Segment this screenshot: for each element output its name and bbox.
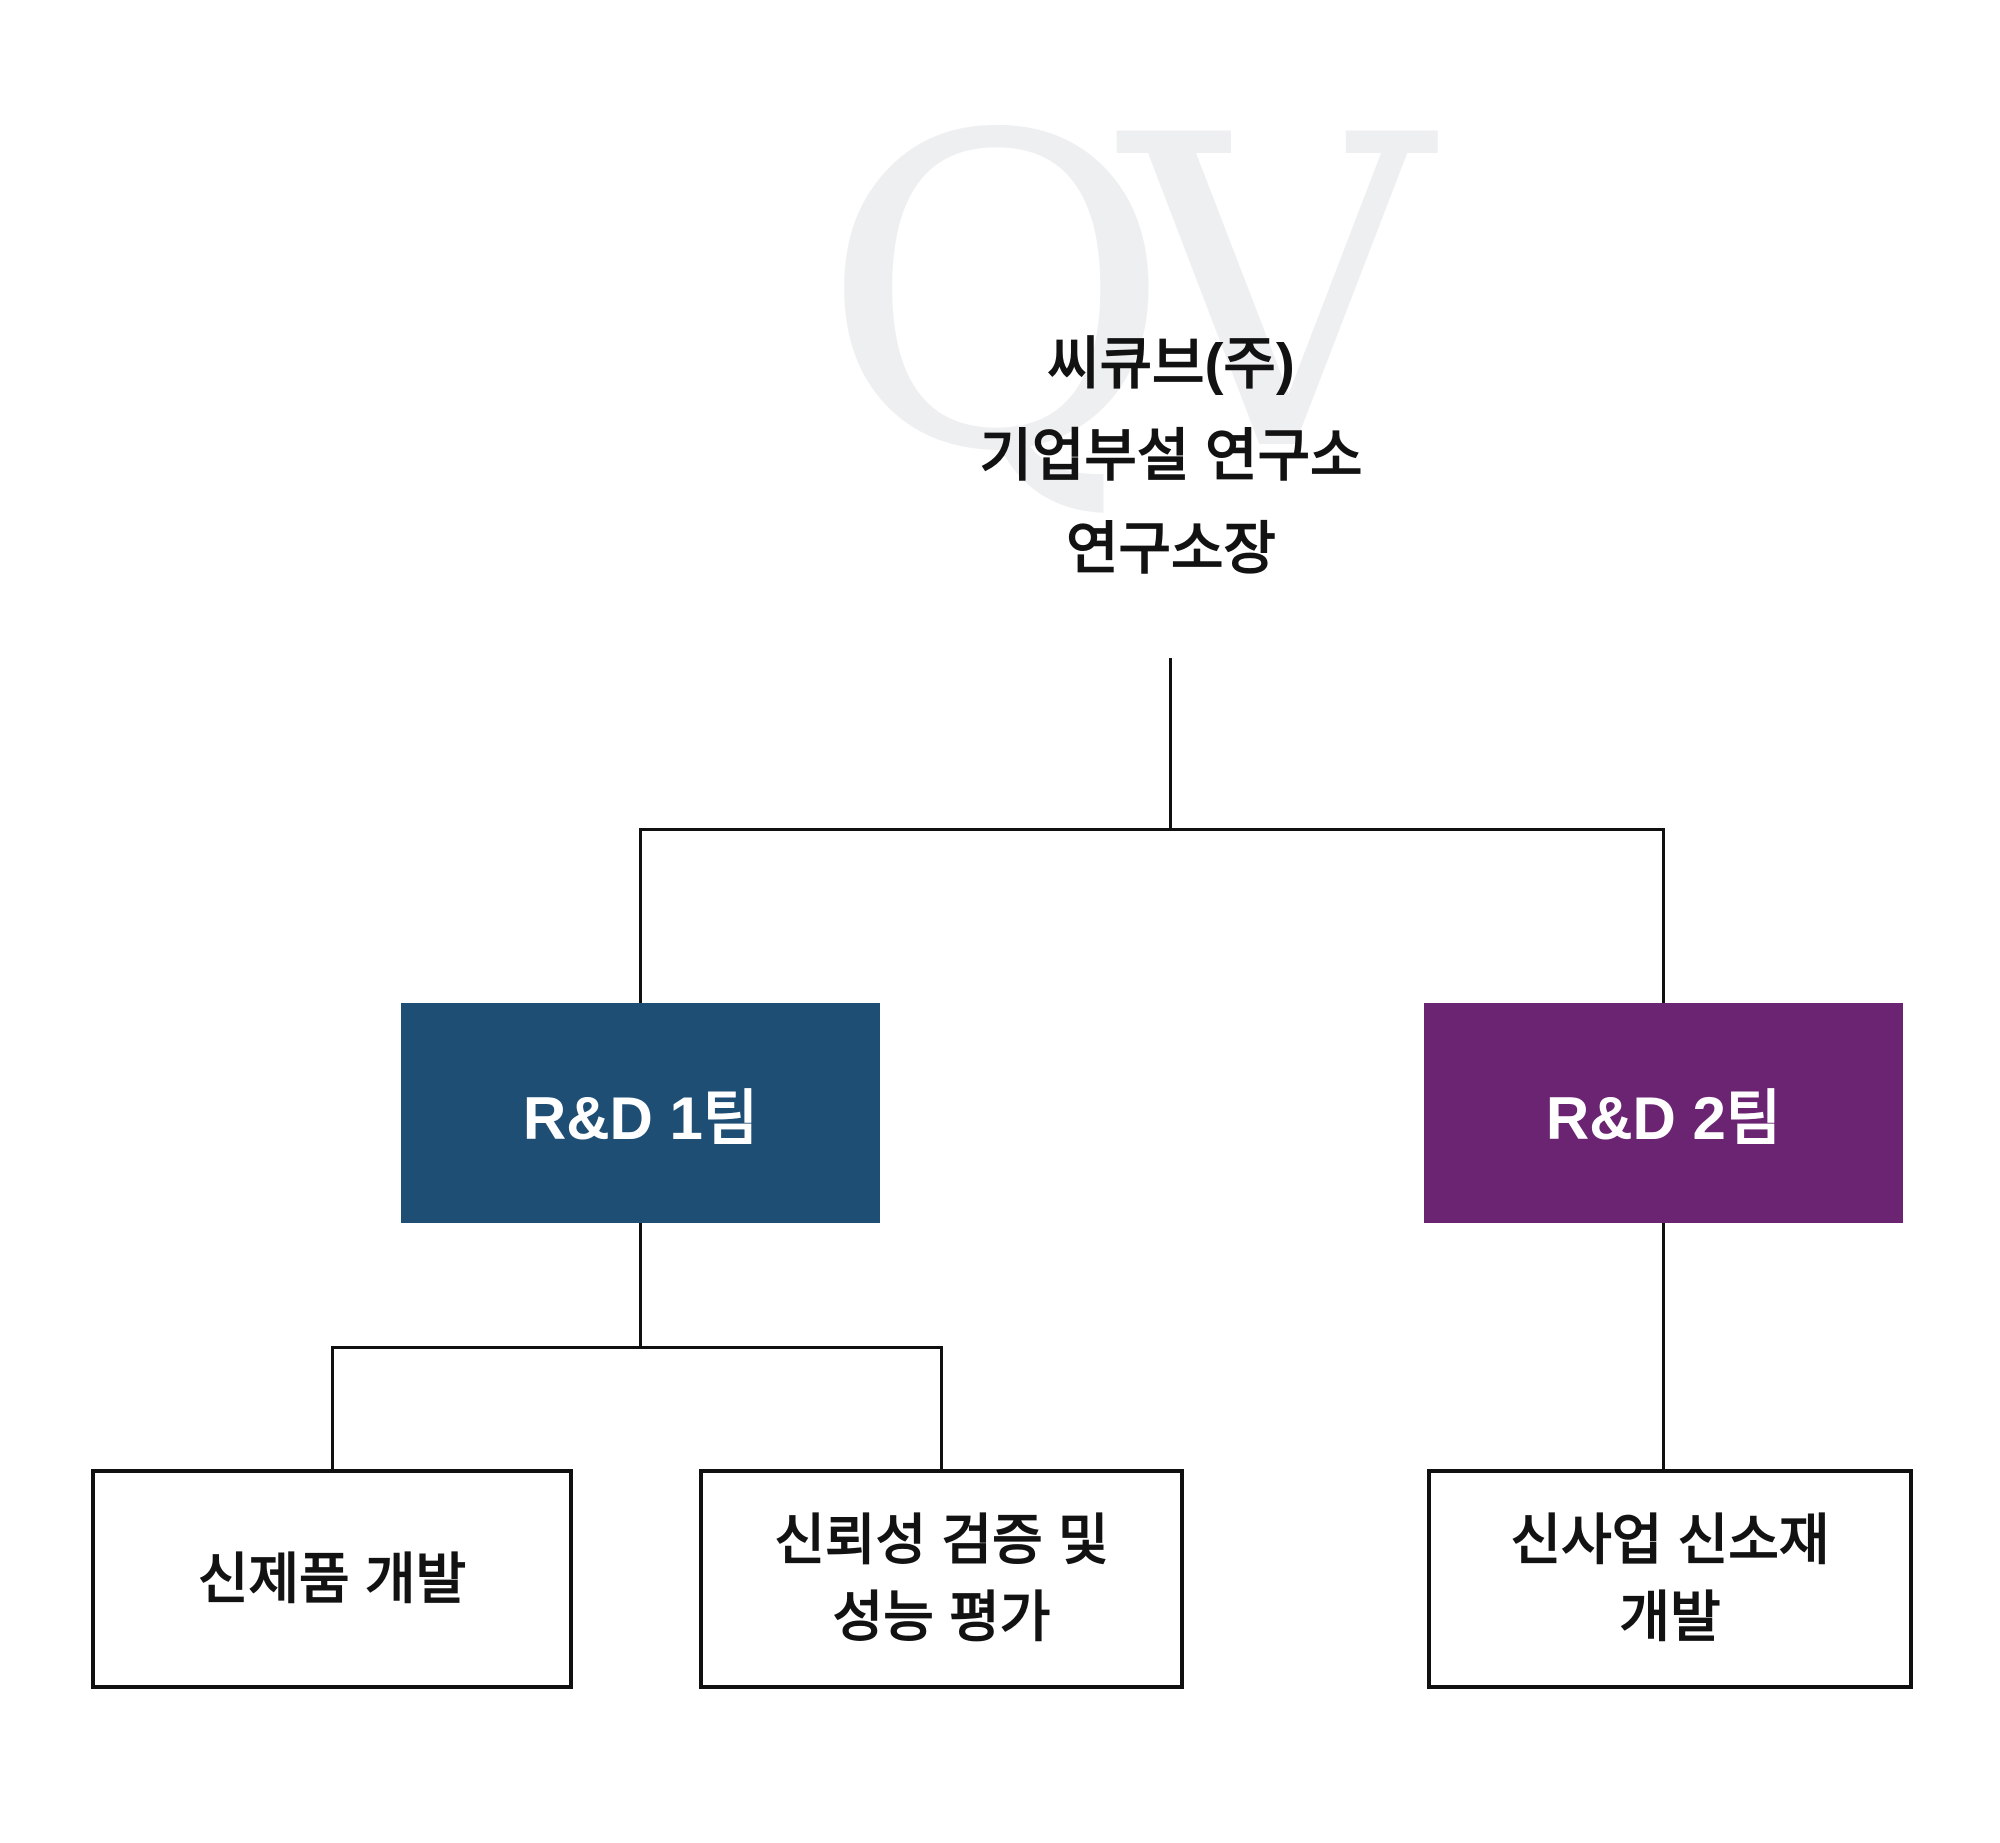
connector-drop-team1 [639, 828, 642, 1005]
connector-drop-team2 [1662, 828, 1665, 1005]
connector-top-horizontal [639, 828, 1665, 831]
team-box-rd1: R&D 1팀 [401, 1003, 880, 1223]
connector-drop-leaf1 [331, 1346, 334, 1469]
team-rd2-label: R&D 2팀 [1545, 1084, 1782, 1152]
team-box-rd2: R&D 2팀 [1424, 1003, 1903, 1223]
connector-team1-horizontal [331, 1346, 943, 1349]
root-node-title: 씨큐브(주) 기업부설 연구소 연구소장 [979, 332, 1363, 581]
connector-root-vertical [1169, 658, 1172, 830]
leaf-box-new-product: 신제품 개발 [91, 1469, 573, 1689]
leaf-box-new-materials: 신사업 신소재 개발 [1427, 1469, 1913, 1689]
connector-drop-leaf2 [940, 1346, 943, 1469]
connector-team1-vertical [639, 1223, 642, 1348]
leaf-reliability-label: 신뢰성 검증 및 성능 평가 [774, 1509, 1109, 1648]
leaf-box-reliability: 신뢰성 검증 및 성능 평가 [699, 1469, 1184, 1689]
connector-team2-vertical [1662, 1223, 1665, 1469]
leaf-new-product-label: 신제품 개발 [197, 1547, 467, 1610]
company-logo-watermark: QV [820, 46, 1431, 546]
team-rd1-label: R&D 1팀 [522, 1084, 759, 1152]
leaf-new-materials-label: 신사업 신소재 개발 [1510, 1509, 1830, 1648]
